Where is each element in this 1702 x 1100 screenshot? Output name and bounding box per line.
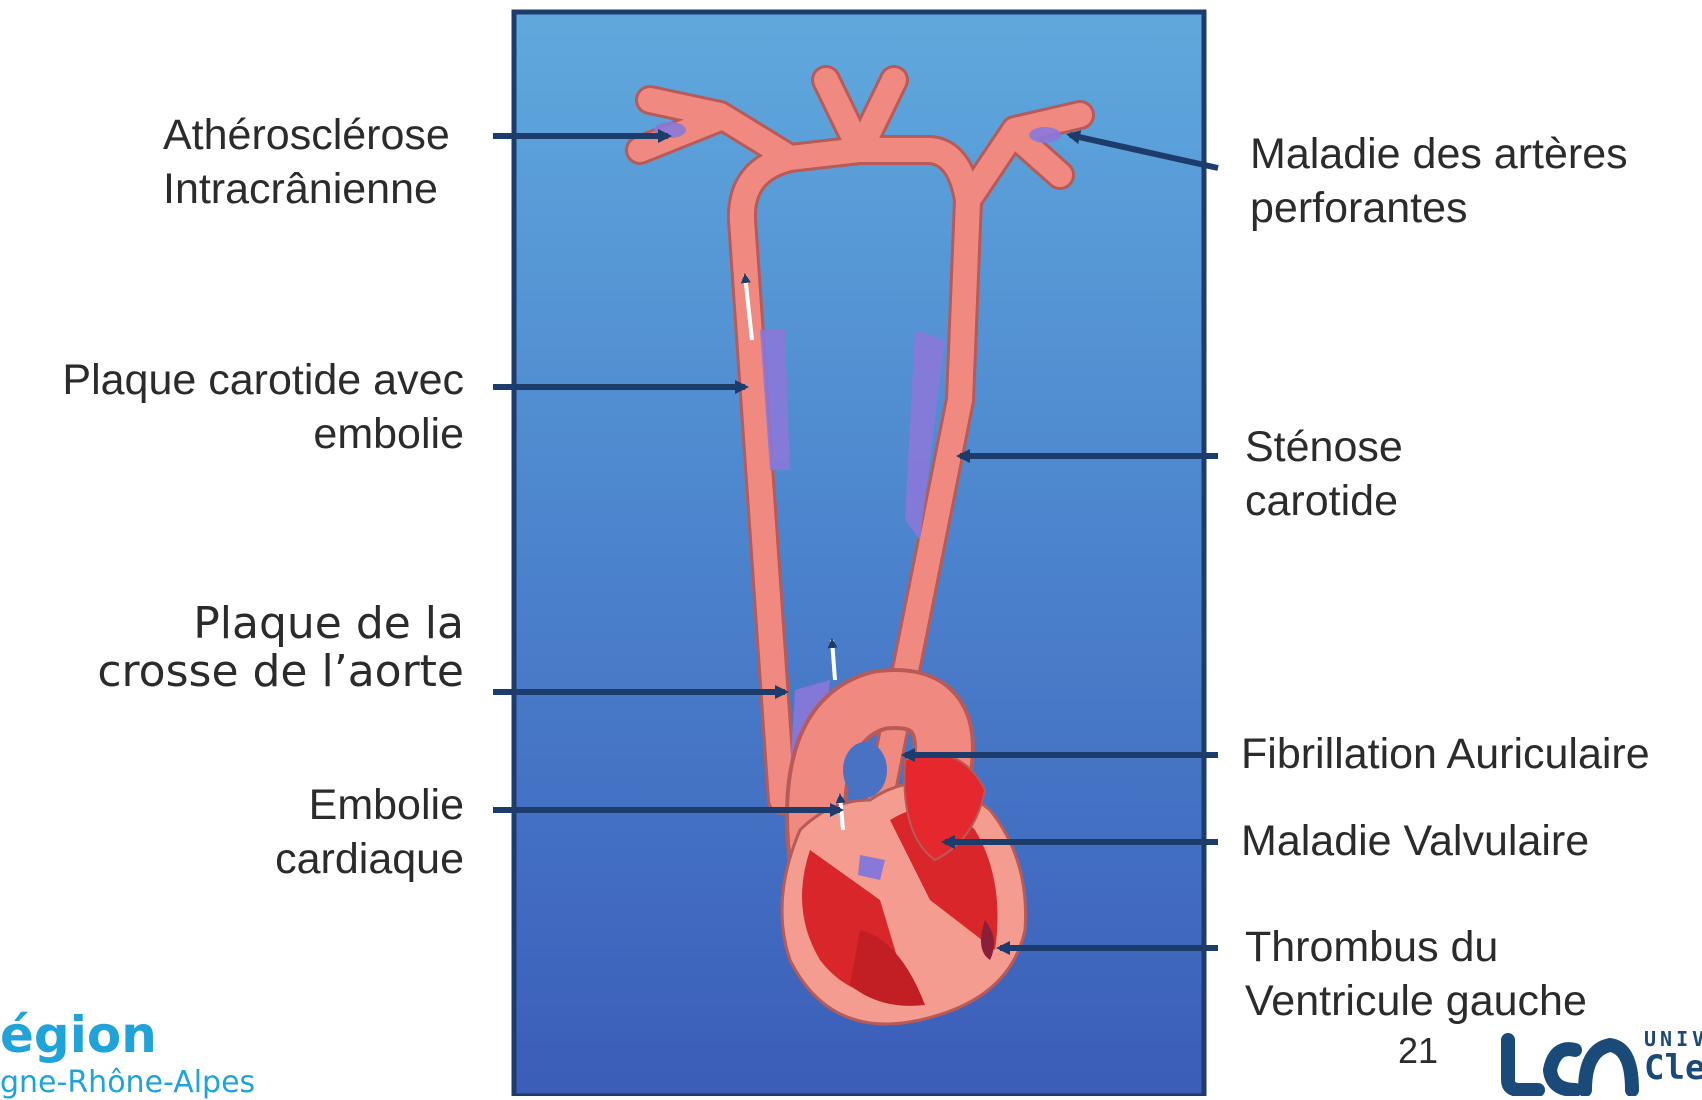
region-logo: égion gne-Rhône-Alpes — [0, 1010, 255, 1100]
label-line: Ventricule gauche — [1245, 974, 1587, 1028]
uca-logo-icon — [1508, 1040, 1632, 1090]
label-line: Maladie Valvulaire — [1241, 814, 1589, 868]
university-logo-line2: Clerm — [1644, 1050, 1702, 1086]
label-line: cardiaque — [275, 832, 464, 886]
label-line: Intracrânienne — [163, 162, 450, 216]
label-line: carotide — [1245, 474, 1403, 528]
label-line: Plaque de la — [97, 600, 464, 648]
label-line: Fibrillation Auriculaire — [1241, 727, 1650, 781]
label-line: Thrombus du — [1245, 920, 1587, 974]
label-line: embolie — [62, 407, 464, 461]
label-line: Maladie des artères — [1250, 127, 1628, 181]
page-number: 21 — [1398, 1030, 1438, 1072]
region-logo-title: égion — [0, 1010, 255, 1060]
label-embolie-cardiaque: Embolie cardiaque — [275, 778, 464, 886]
label-line: crosse de l’aorte — [97, 648, 464, 696]
region-logo-subtitle: gne-Rhône-Alpes — [0, 1066, 255, 1100]
label-line: Plaque carotide avec — [62, 353, 464, 407]
label-line: Sténose — [1245, 420, 1403, 474]
label-crosse-aorte: Plaque de la crosse de l’aorte — [97, 600, 464, 696]
university-logo-text: UNIVE Clerm — [1644, 1028, 1702, 1086]
university-logo-line1: UNIVE — [1644, 1028, 1702, 1050]
label-perforantes: Maladie des artères perforantes — [1250, 127, 1628, 235]
label-fibrillation: Fibrillation Auriculaire — [1241, 727, 1650, 781]
label-plaque-carotide: Plaque carotide avec embolie — [62, 353, 464, 461]
label-line: Embolie — [275, 778, 464, 832]
label-line: Athérosclérose — [163, 108, 450, 162]
label-stenose: Sténose carotide — [1245, 420, 1403, 528]
label-atherosclerose: Athérosclérose Intracrânienne — [163, 108, 450, 216]
label-thrombus: Thrombus du Ventricule gauche — [1245, 920, 1587, 1028]
label-valvulaire: Maladie Valvulaire — [1241, 814, 1589, 868]
label-line: perforantes — [1250, 181, 1628, 235]
